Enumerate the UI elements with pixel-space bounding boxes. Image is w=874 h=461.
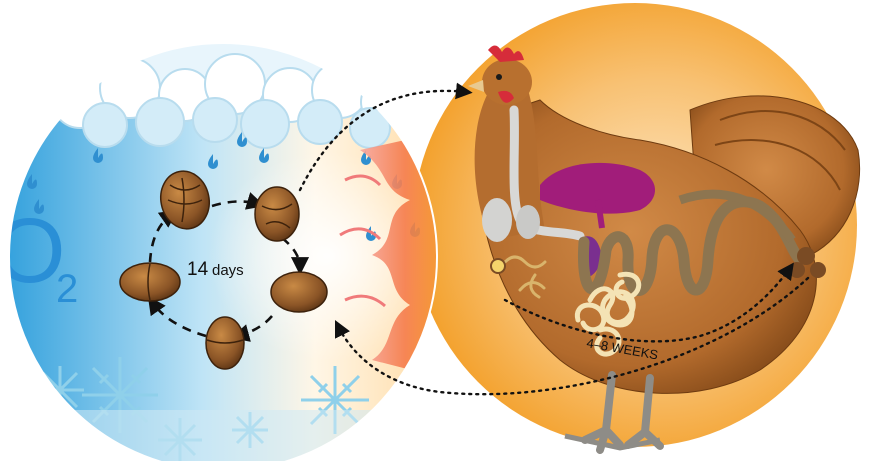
cycle-days-unit: days xyxy=(212,262,244,279)
environment-panel: O 2 xyxy=(0,30,470,461)
cycle-days-number: 14 xyxy=(187,259,209,280)
o2-subscript: 2 xyxy=(56,267,78,311)
